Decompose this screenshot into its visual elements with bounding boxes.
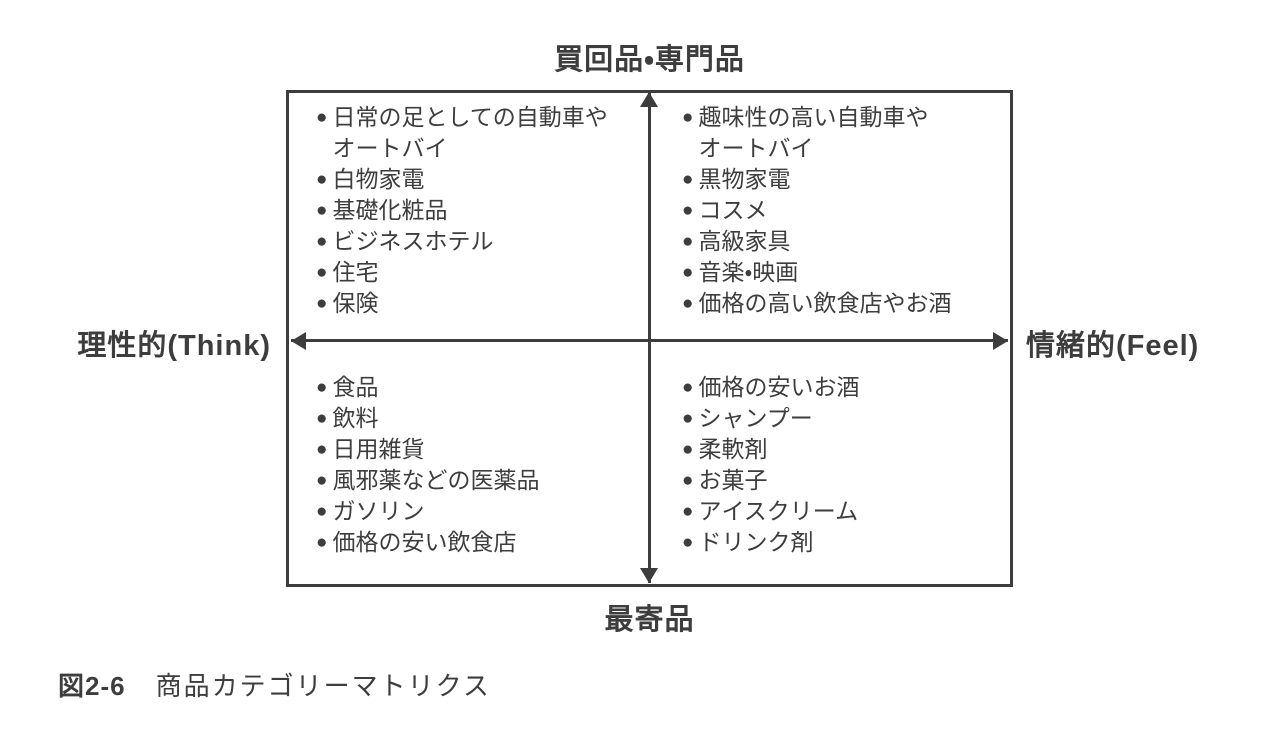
list-item: ●日常の足としての自動車や オートバイ <box>316 102 632 164</box>
item-text: 音楽・映画 <box>698 259 799 285</box>
bullet-icon: ● <box>682 377 694 398</box>
list-item: ●高級家具 <box>682 226 1004 257</box>
bullet-icon: ● <box>682 107 694 128</box>
list-item: ●お菓子 <box>682 465 1004 496</box>
item-text: 趣味性の高い自動車や オートバイ <box>698 104 929 161</box>
item-text: 高級家具 <box>698 228 791 254</box>
item-text: アイスクリーム <box>698 498 859 524</box>
list-item: ●基礎化粧品 <box>316 195 632 226</box>
item-text: 飲料 <box>332 405 379 431</box>
list-item: ●価格の高い飲食店やお酒 <box>682 288 1004 319</box>
list-item: ●住宅 <box>316 257 632 288</box>
bullet-icon: ● <box>682 470 694 491</box>
list-item: ●シャンプー <box>682 403 1004 434</box>
bullet-icon: ● <box>682 293 694 314</box>
list-item: ●価格の安いお酒 <box>682 372 1004 403</box>
list-item: ●柔軟剤 <box>682 434 1004 465</box>
item-text: 黒物家電 <box>698 166 791 192</box>
list-item: ●白物家電 <box>316 164 632 195</box>
list-item: ●ドリンク剤 <box>682 527 1004 558</box>
arrow-down-icon <box>640 568 658 583</box>
item-text: 価格の安いお酒 <box>698 374 860 400</box>
list-item: ●アイスクリーム <box>682 496 1004 527</box>
list-item: ●飲料 <box>316 403 632 434</box>
figure-number: 図2-6 <box>58 671 126 701</box>
item-text: コスメ <box>698 197 768 223</box>
list-item: ●風邪薬などの医薬品 <box>316 465 632 496</box>
bullet-icon: ● <box>682 231 694 252</box>
list-item: ●コスメ <box>682 195 1004 226</box>
bullet-icon: ● <box>316 293 328 314</box>
list-item: ●黒物家電 <box>682 164 1004 195</box>
item-text: 柔軟剤 <box>698 436 768 462</box>
item-text: お菓子 <box>698 467 768 493</box>
bullet-icon: ● <box>682 262 694 283</box>
item-text: 日用雑貨 <box>332 436 425 462</box>
bullet-icon: ● <box>682 169 694 190</box>
item-text: 価格の安い飲食店 <box>332 529 517 555</box>
list-item: ●趣味性の高い自動車や オートバイ <box>682 102 1004 164</box>
axis-label-right: 情緒的(Feel) <box>1026 330 1200 362</box>
bullet-icon: ● <box>316 470 328 491</box>
arrow-up-icon <box>640 92 658 107</box>
item-text: 価格の高い飲食店やお酒 <box>698 290 952 316</box>
axis-label-left: 理性的(Think) <box>77 330 271 362</box>
bullet-icon: ● <box>682 408 694 429</box>
axis-label-top: 買回品・専門品 <box>554 44 745 76</box>
bullet-icon: ● <box>682 439 694 460</box>
list-item: ●ビジネスホテル <box>316 226 632 257</box>
quadrant-bottom-right: ●価格の安いお酒 ●シャンプー ●柔軟剤 ●お菓子 ●アイスクリーム ●ドリンク… <box>682 372 1004 558</box>
figure-caption-text: 商品カテゴリーマトリクス <box>155 671 491 701</box>
arrow-left-icon <box>291 332 306 350</box>
list-item: ●音楽・映画 <box>682 257 1004 288</box>
item-text: 風邪薬などの医薬品 <box>332 467 540 493</box>
list-item: ●日用雑貨 <box>316 434 632 465</box>
figure-caption: 図2-6 商品カテゴリーマトリクス <box>58 666 491 703</box>
quadrant-top-left: ●日常の足としての自動車や オートバイ ●白物家電 ●基礎化粧品 ●ビジネスホテ… <box>316 102 632 319</box>
item-text: シャンプー <box>698 405 813 431</box>
bullet-icon: ● <box>682 200 694 221</box>
arrow-right-icon <box>993 332 1008 350</box>
bullet-icon: ● <box>682 532 694 553</box>
item-text: 保険 <box>332 290 379 316</box>
bullet-icon: ● <box>316 169 328 190</box>
item-text: 住宅 <box>332 259 379 285</box>
list-item: ●価格の安い飲食店 <box>316 527 632 558</box>
item-text: 食品 <box>332 374 379 400</box>
matrix-frame <box>286 90 1013 587</box>
bullet-icon: ● <box>316 377 328 398</box>
bullet-icon: ● <box>316 231 328 252</box>
item-text: 日常の足としての自動車や オートバイ <box>332 104 608 161</box>
bullet-icon: ● <box>316 200 328 221</box>
horizontal-axis-line <box>291 339 1008 342</box>
list-item: ●ガソリン <box>316 496 632 527</box>
bullet-icon: ● <box>316 532 328 553</box>
bullet-icon: ● <box>682 501 694 522</box>
bullet-icon: ● <box>316 408 328 429</box>
quadrant-bottom-left: ●食品 ●飲料 ●日用雑貨 ●風邪薬などの医薬品 ●ガソリン ●価格の安い飲食店 <box>316 372 632 558</box>
list-item: ●保険 <box>316 288 632 319</box>
quadrant-top-right: ●趣味性の高い自動車や オートバイ ●黒物家電 ●コスメ ●高級家具 ●音楽・映… <box>682 102 1004 319</box>
item-text: ガソリン <box>332 498 425 524</box>
bullet-icon: ● <box>316 439 328 460</box>
list-item: ●食品 <box>316 372 632 403</box>
item-text: 白物家電 <box>332 166 425 192</box>
item-text: 基礎化粧品 <box>332 197 448 223</box>
bullet-icon: ● <box>316 262 328 283</box>
item-text: ドリンク剤 <box>698 529 814 555</box>
item-text: ビジネスホテル <box>332 228 494 254</box>
vertical-axis-line <box>648 93 651 583</box>
bullet-icon: ● <box>316 107 328 128</box>
bullet-icon: ● <box>316 501 328 522</box>
axis-label-bottom: 最寄品 <box>604 604 695 636</box>
